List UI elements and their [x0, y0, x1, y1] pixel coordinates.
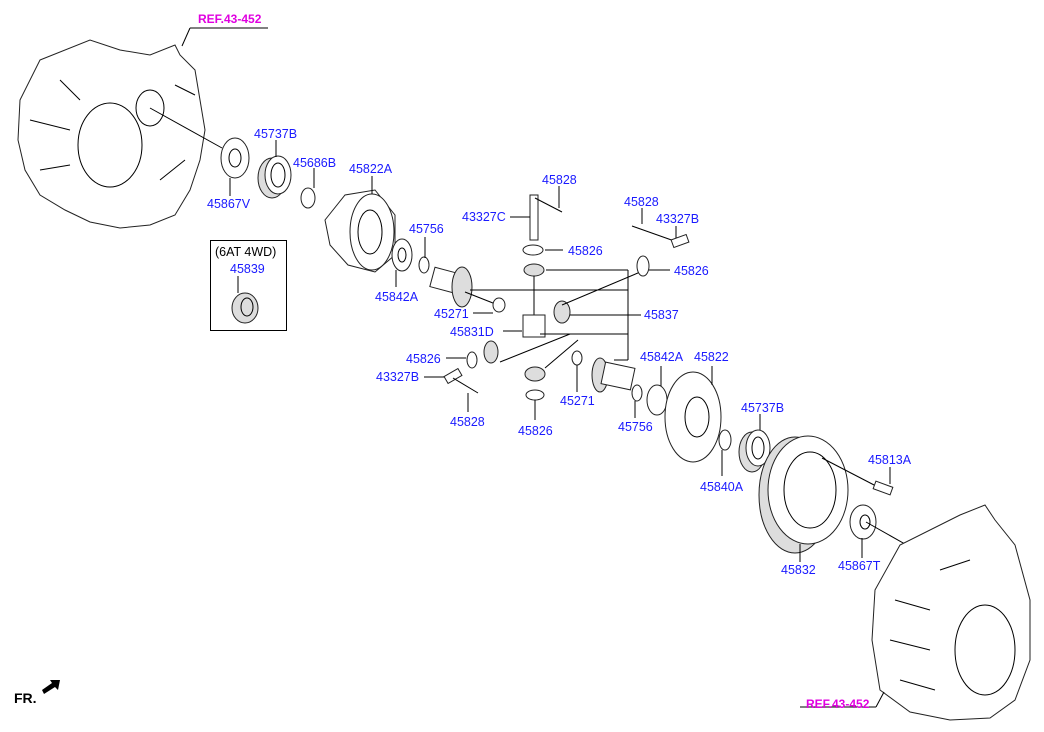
diff-case-45822a [324, 176, 396, 273]
flange-45822 [664, 366, 722, 463]
pinion-lower-left [483, 340, 499, 364]
side-gear-left [429, 266, 628, 308]
part-label-45828[interactable]: 45828 [450, 415, 485, 429]
part-label-45826[interactable]: 45826 [674, 264, 709, 278]
part-label-45826[interactable]: 45826 [406, 352, 441, 366]
part-label-45867t[interactable]: 45867T [838, 559, 881, 573]
ring-45756-left [418, 237, 430, 274]
washer-45826-left [446, 351, 478, 369]
front-orientation-label: FR. [14, 690, 37, 706]
ring-45840a [718, 429, 732, 476]
ref-link-bottom[interactable]: REF.43-452 [806, 697, 870, 711]
part-label-45842a[interactable]: 45842A [375, 290, 419, 304]
ring-45756-right [631, 384, 643, 418]
part-label-45822a[interactable]: 45822A [349, 162, 393, 176]
plate-45842a-right [646, 366, 668, 416]
inset-box-title: (6AT 4WD) [215, 245, 277, 259]
inset-box-6at-4wd [210, 240, 287, 331]
part-label-45756[interactable]: 45756 [409, 222, 444, 236]
bearing-45737b-right [738, 414, 771, 473]
part-label-45828[interactable]: 45828 [542, 173, 577, 187]
side-gear-right [591, 357, 636, 393]
part-label-45842a[interactable]: 45842A [640, 350, 684, 364]
part-label-45831d[interactable]: 45831D [450, 325, 494, 339]
part-label-45813a[interactable]: 45813A [868, 453, 912, 467]
block-45831d [503, 314, 546, 338]
washer-45271-left [473, 297, 506, 314]
ref-bottom-arrow [875, 691, 885, 708]
part-label-45826[interactable]: 45826 [518, 424, 553, 438]
part-label-45828[interactable]: 45828 [624, 195, 659, 209]
pinion-top [523, 263, 629, 360]
part-label-45840a[interactable]: 45840A [700, 480, 744, 494]
washer-45867t [849, 504, 913, 558]
part-label-45822[interactable]: 45822 [694, 350, 729, 364]
part-label-45686b[interactable]: 45686B [293, 156, 337, 170]
bearing-45737b-left [257, 140, 292, 199]
washer-45826-right [636, 255, 670, 277]
part-label-45737b[interactable]: 45737B [741, 401, 785, 415]
plate-45842a-left [391, 238, 413, 287]
part-label-45737b[interactable]: 45737B [254, 127, 298, 141]
part-label-45271[interactable]: 45271 [560, 394, 595, 408]
part-label-45271[interactable]: 45271 [434, 307, 469, 321]
ring-45686b [300, 168, 316, 209]
ring-gear-45832 [758, 435, 877, 562]
transmission-case-left [17, 39, 223, 229]
transmission-case-right [871, 504, 1031, 721]
part-label-43327b[interactable]: 43327B [376, 370, 420, 384]
pinion-45837 [553, 269, 646, 324]
pin-43327b-right [631, 208, 690, 249]
part-label-45756[interactable]: 45756 [618, 420, 653, 434]
washer-45826-top [522, 244, 563, 256]
bolt-45813a [872, 467, 894, 496]
washer-45867v [220, 137, 250, 196]
ref-link-top[interactable]: REF.43-452 [198, 12, 262, 26]
part-label-45839[interactable]: 45839 [230, 262, 265, 276]
part-label-45867v[interactable]: 45867V [207, 197, 251, 211]
part-label-45837[interactable]: 45837 [644, 308, 679, 322]
pin-43327b-left [424, 367, 479, 412]
part-label-43327c[interactable]: 43327C [462, 210, 506, 224]
part-label-45826[interactable]: 45826 [568, 244, 603, 258]
part-label-43327b[interactable]: 43327B [656, 212, 700, 226]
pinion-lower-center [524, 366, 546, 420]
front-arrow-icon [42, 680, 60, 694]
washer-45271-right [571, 350, 583, 392]
ref-top-arrow [181, 27, 191, 47]
part-label-45832[interactable]: 45832 [781, 563, 816, 577]
shaft-43327c [510, 186, 563, 241]
